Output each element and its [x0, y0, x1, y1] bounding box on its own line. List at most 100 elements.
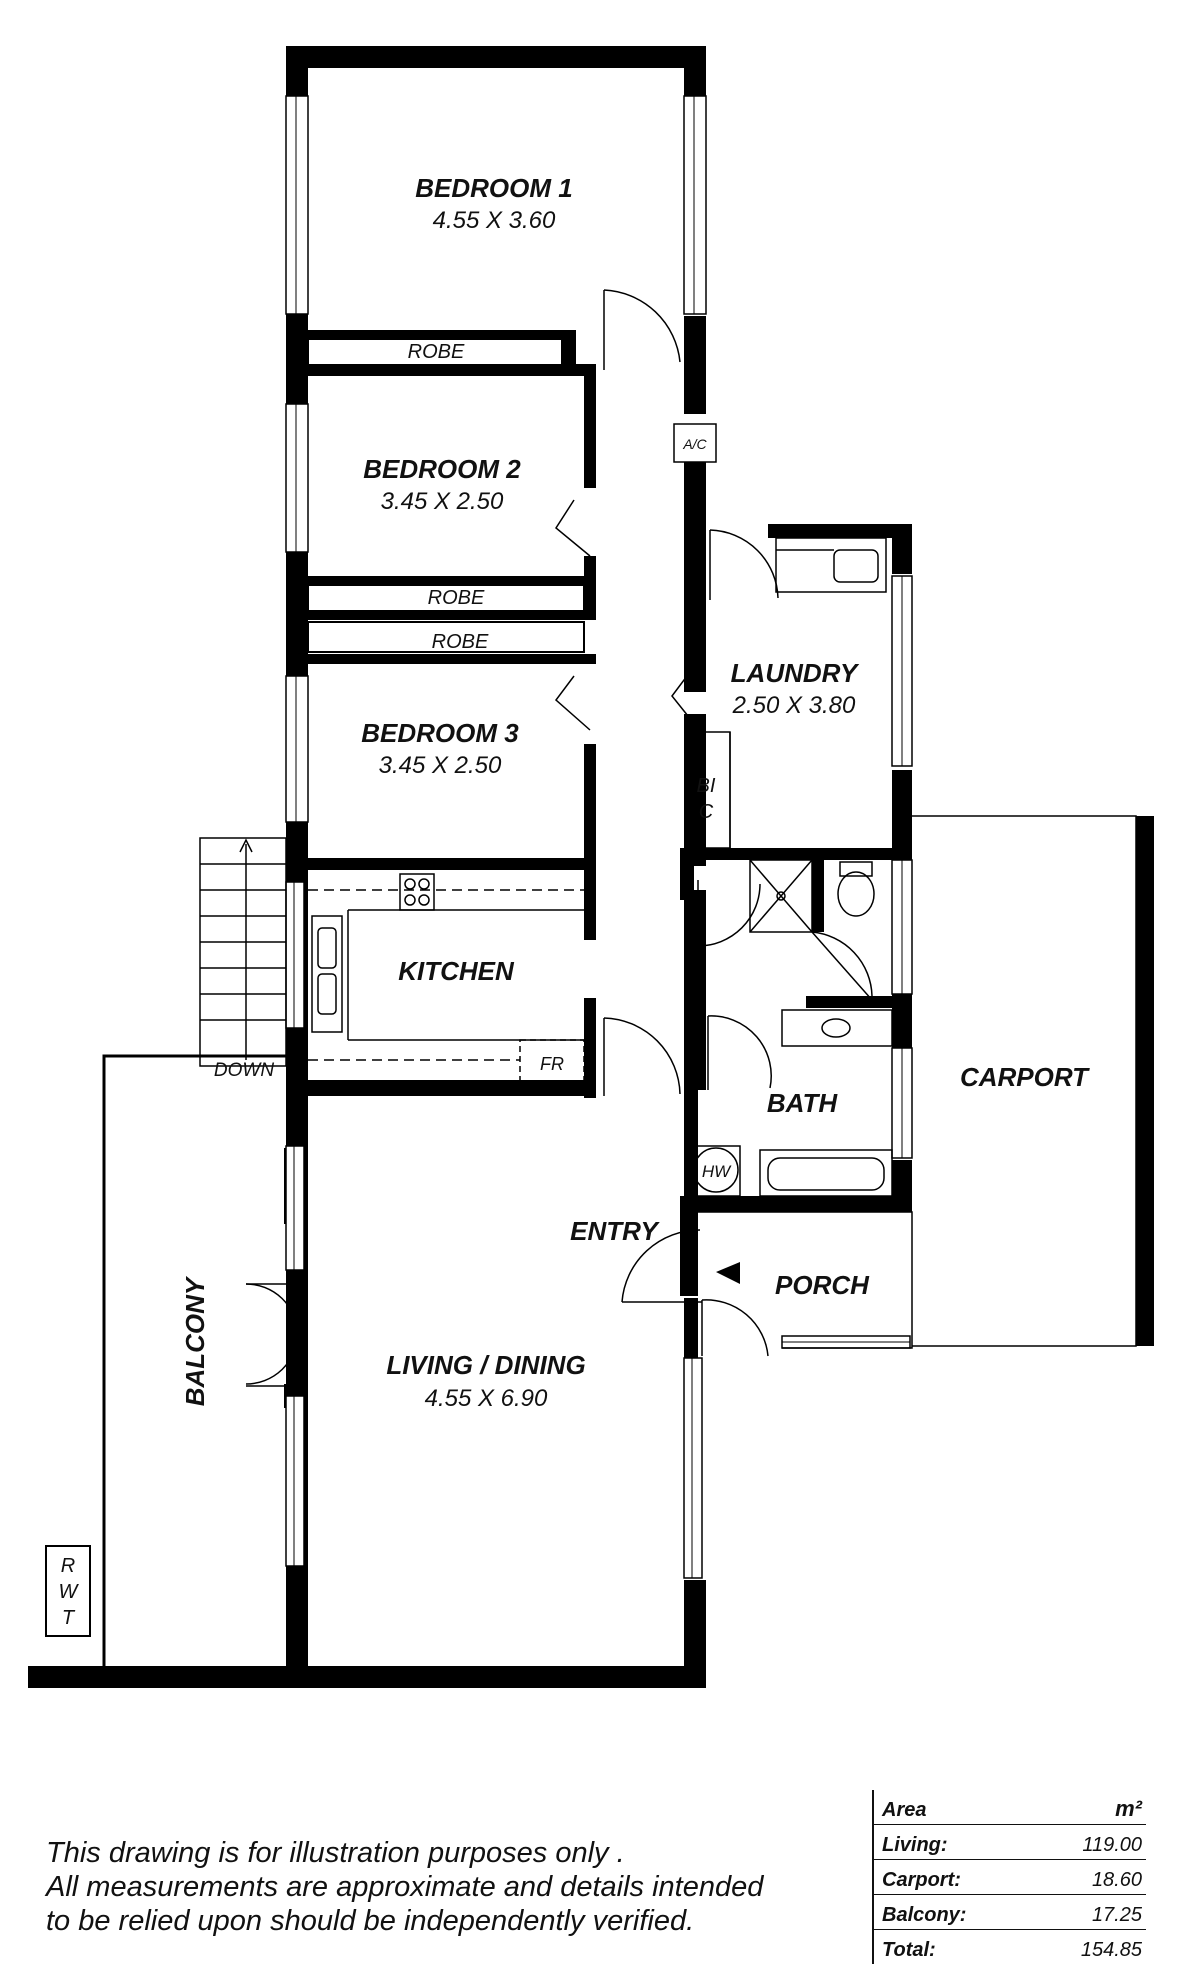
- window: [683, 95, 707, 315]
- area-header-unit: m²: [1115, 1796, 1142, 1821]
- area-header-label: Area: [882, 1799, 927, 1821]
- robe-outline: [307, 621, 585, 653]
- fridge: [519, 1039, 585, 1083]
- wall: [286, 1080, 596, 1096]
- wall: [584, 364, 596, 488]
- area-row-value: 119.00: [1082, 1834, 1142, 1856]
- wall: [680, 1196, 698, 1296]
- rwt-tank: [45, 1545, 91, 1637]
- wall: [684, 316, 706, 414]
- wall: [812, 848, 824, 932]
- carport-name: CARPORT: [960, 1062, 1090, 1092]
- bedroom2-name: BEDROOM 2: [363, 454, 521, 484]
- balcony-name: BALCONY: [180, 1275, 210, 1406]
- robe-outline: [307, 337, 563, 367]
- wall: [684, 714, 706, 866]
- entry-name: ENTRY: [570, 1216, 660, 1246]
- robe-label-1: ROBE: [408, 341, 465, 363]
- wall: [286, 330, 576, 340]
- window: [683, 1357, 703, 1579]
- wall: [684, 1298, 698, 1358]
- wall: [680, 848, 912, 860]
- laundry-tub: [775, 537, 887, 593]
- wall: [286, 610, 596, 620]
- wall: [28, 1666, 706, 1688]
- ac-box: [673, 423, 717, 463]
- area-row: Total: 154.85: [874, 1930, 1146, 1964]
- area-row-label: Living:: [882, 1834, 948, 1856]
- wall: [680, 848, 694, 900]
- disclaimer: This drawing is for illustration purpose…: [46, 1836, 806, 1938]
- balcony-outline: [28, 1054, 286, 1670]
- bathtub: [759, 1149, 893, 1197]
- kitchen-name: KITCHEN: [398, 956, 515, 986]
- rwt-label-w: W: [59, 1581, 80, 1603]
- wall: [286, 576, 596, 586]
- wall: [584, 744, 596, 864]
- area-row-value: 18.60: [1091, 1869, 1142, 1891]
- wall: [690, 1196, 912, 1212]
- wall: [806, 996, 912, 1008]
- window: [285, 403, 309, 553]
- living-name: LIVING / DINING: [386, 1350, 585, 1380]
- area-table: Area m² Living: 119.00 Carport: 18.60 Ba…: [872, 1790, 1146, 1964]
- area-row-label: Total:: [882, 1939, 936, 1961]
- robe-label-2: ROBE: [428, 587, 485, 609]
- area-row-value: 17.25: [1091, 1904, 1142, 1926]
- bic-label-2: C: [699, 801, 714, 823]
- area-row: Carport: 18.60: [874, 1860, 1146, 1895]
- rwt-label-t: T: [62, 1607, 76, 1629]
- rwt-label-r: R: [61, 1555, 75, 1577]
- bedroom3-name: BEDROOM 3: [361, 718, 519, 748]
- wall: [286, 654, 596, 664]
- stairs: [199, 837, 287, 1067]
- bedroom1-name: BEDROOM 1: [415, 173, 572, 203]
- area-row-value: 154.85: [1080, 1939, 1142, 1961]
- wall: [684, 1580, 706, 1682]
- floor-plan: BEDROOM 1 4.55 X 3.60 BEDROOM 2 3.45 X 2…: [28, 46, 1154, 1688]
- wall: [584, 858, 596, 940]
- hw-label: HW: [702, 1162, 732, 1181]
- window: [285, 1395, 305, 1567]
- ac-label: A/C: [682, 436, 707, 452]
- wall: [562, 330, 576, 374]
- down-label: DOWN: [214, 1060, 274, 1081]
- living-dims: 4.55 X 6.90: [425, 1385, 548, 1412]
- window: [285, 95, 309, 315]
- laundry-name: LAUNDRY: [731, 658, 860, 688]
- wall: [892, 1010, 912, 1046]
- window: [285, 881, 305, 1029]
- shower: [749, 859, 813, 933]
- wall: [1136, 816, 1154, 1346]
- bedroom1-dims: 4.55 X 3.60: [433, 207, 556, 234]
- toilet: [837, 871, 875, 917]
- wall: [768, 524, 912, 538]
- window: [285, 1145, 305, 1271]
- bath-name: BATH: [767, 1088, 839, 1118]
- wall: [684, 46, 706, 96]
- entry-arrow-icon: [716, 1262, 740, 1284]
- fr-label: FR: [540, 1054, 564, 1074]
- robe-outline: [307, 583, 585, 613]
- area-row-label: Carport:: [882, 1869, 961, 1891]
- wall: [684, 462, 706, 692]
- area-row: Living: 119.00: [874, 1825, 1146, 1860]
- area-row: Balcony: 17.25: [874, 1895, 1146, 1930]
- bedroom2-dims: 3.45 X 2.50: [381, 488, 504, 515]
- wall: [286, 46, 706, 68]
- disclaimer-line: All measurements are approximate and det…: [46, 1871, 764, 1903]
- area-table-header: Area m²: [874, 1790, 1146, 1825]
- vanity: [781, 1009, 893, 1047]
- wall: [892, 1160, 912, 1212]
- area-row-label: Balcony:: [882, 1904, 967, 1926]
- wall: [892, 524, 912, 574]
- disclaimer-line: This drawing is for illustration purpose…: [46, 1837, 625, 1869]
- bedroom3-dims: 3.45 X 2.50: [379, 752, 502, 779]
- wall: [286, 858, 596, 870]
- hot-water: [693, 1147, 739, 1193]
- robe-label-3: ROBE: [432, 631, 489, 653]
- laundry-dims: 2.50 X 3.80: [732, 692, 856, 719]
- disclaimer-line: to be relied upon should be independentl…: [46, 1905, 695, 1937]
- window: [285, 675, 309, 823]
- bic-label-1: BI: [697, 775, 716, 797]
